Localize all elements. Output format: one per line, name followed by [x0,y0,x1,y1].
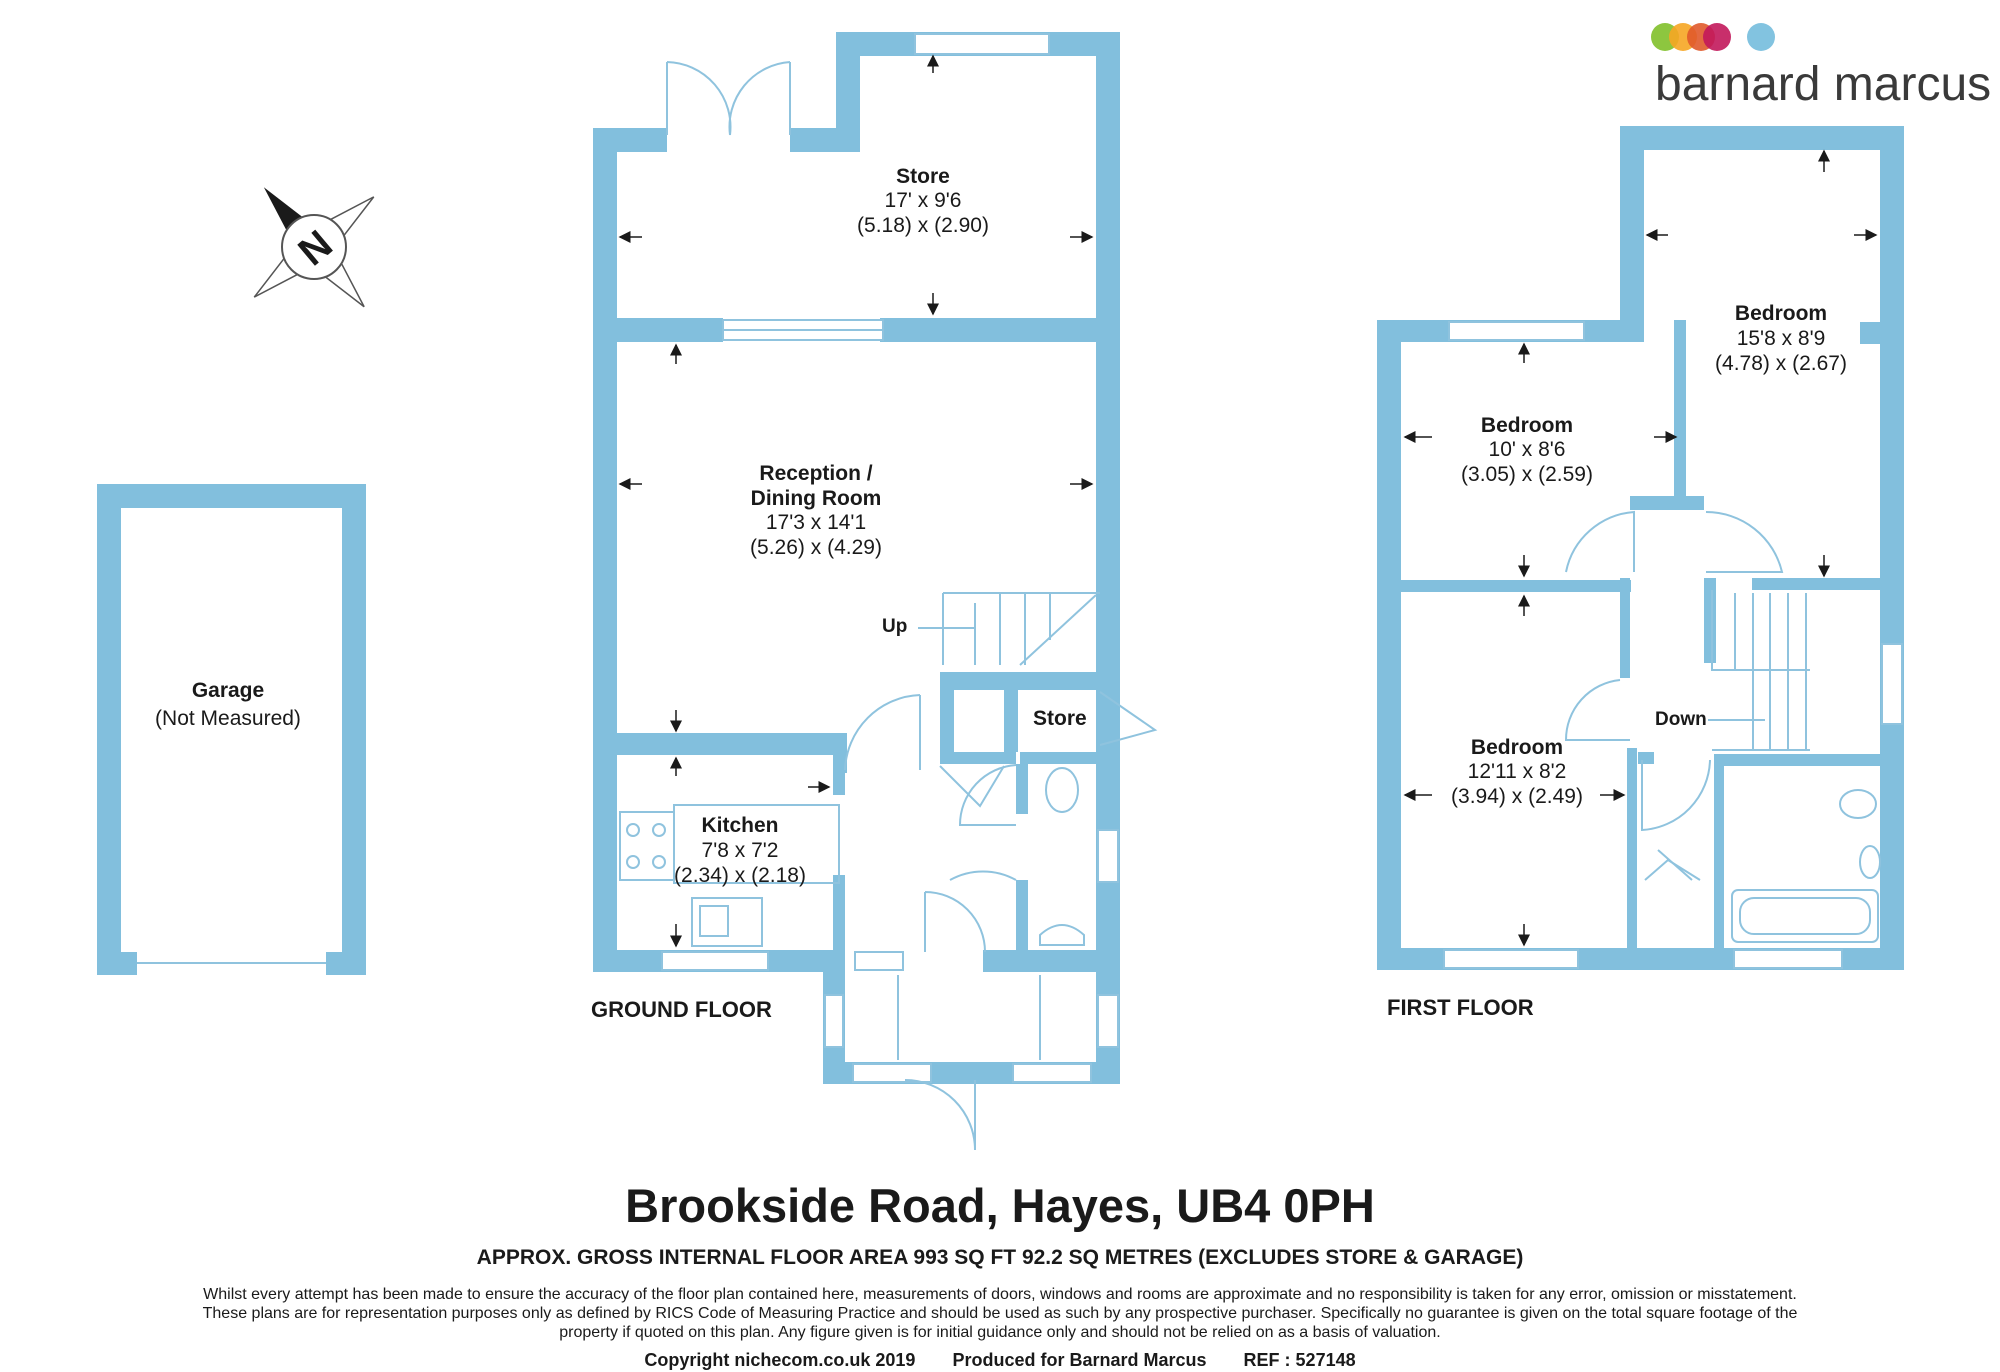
brand-name: barnard marcus [1655,58,1991,111]
garage-note: (Not Measured) [155,707,301,730]
compass-icon: N [253,187,375,308]
ground-dim-arrows [618,54,1094,948]
first-floor-doors [1564,510,1784,881]
bedroom-bottom-label: Bedroom 12'11 x 8'2 (3.94) x (2.49) [1451,736,1583,808]
first-floor-walls [1377,126,1904,970]
bedroom-right-name: Bedroom [1735,302,1827,325]
store-large-metric: (5.18) x (2.90) [857,214,989,237]
bathroom-fittings [1731,789,1881,943]
store-large-label: Store 17' x 9'6 (5.18) x (2.90) [857,165,989,237]
ground-stairs [918,592,1100,666]
copyright-text: Copyright nichecom.co.uk 2019 [644,1350,916,1370]
logo-dot-4 [1703,23,1731,51]
bedroom-bottom-imperial: 12'11 x 8'2 [1468,760,1567,783]
reception-name-1: Reception / [759,462,872,485]
ground-stairs-label: Up [882,616,907,637]
store-large-imperial: 17' x 9'6 [885,189,962,212]
kitchen-imperial: 7'8 x 7'2 [702,839,779,862]
copyright-line: Copyright nichecom.co.uk 2019 Produced f… [0,1350,2000,1371]
kitchen-metric: (2.34) x (2.18) [674,864,806,887]
kitchen-name: Kitchen [701,814,778,837]
reception-imperial: 17'3 x 14'1 [766,511,866,534]
kitchen-fittings [619,804,840,947]
disclaimer-text: Whilst every attempt has been made to en… [202,1286,1798,1341]
ground-wc-fittings [1039,767,1085,946]
store-small-name: Store [1033,707,1087,730]
reception-name-2: Dining Room [751,487,882,510]
bedroom-top-imperial: 10' x 8'6 [1489,438,1566,461]
garage-name: Garage [192,679,264,702]
bedroom-top-label: Bedroom 10' x 8'6 (3.05) x (2.59) [1461,414,1593,486]
reception-label: Reception / Dining Room 17'3 x 14'1 (5.2… [750,462,882,559]
garage-outline [97,484,366,975]
bedroom-right-imperial: 15'8 x 8'9 [1737,327,1826,350]
first-floor-windows [1443,321,1903,969]
bedroom-top-metric: (3.05) x (2.59) [1461,463,1593,486]
bedroom-top-name: Bedroom [1481,414,1573,437]
logo-dot-5 [1747,23,1775,51]
brand-logo: barnard marcus [1651,23,1991,111]
first-floor-label: FIRST FLOOR [1387,995,1534,1020]
bedroom-right-metric: (4.78) x (2.67) [1715,352,1847,375]
ground-floor-windows [661,33,1119,1083]
kitchen-label: Kitchen 7'8 x 7'2 (2.34) x (2.18) [674,814,806,887]
ground-floor-label: GROUND FLOOR [591,997,772,1022]
first-stairs [1708,590,1810,751]
first-stairs-label: Down [1655,709,1707,730]
floor-area-summary: APPROX. GROSS INTERNAL FLOOR AREA 993 SQ… [476,1246,1524,1269]
ground-floor-doors [666,61,1158,1151]
first-dim-arrows [1403,149,1878,947]
bedroom-right-label: Bedroom 15'8 x 8'9 (4.78) x (2.67) [1715,302,1847,375]
bedroom-bottom-metric: (3.94) x (2.49) [1451,785,1583,808]
reception-metric: (5.26) x (4.29) [750,536,882,559]
reference-text: REF : 527148 [1243,1350,1356,1370]
produced-for-text: Produced for Barnard Marcus [952,1350,1207,1370]
store-large-name: Store [896,165,950,188]
bedroom-bottom-name: Bedroom [1471,736,1563,759]
property-address: Brookside Road, Hayes, UB4 0PH [625,1179,1375,1232]
